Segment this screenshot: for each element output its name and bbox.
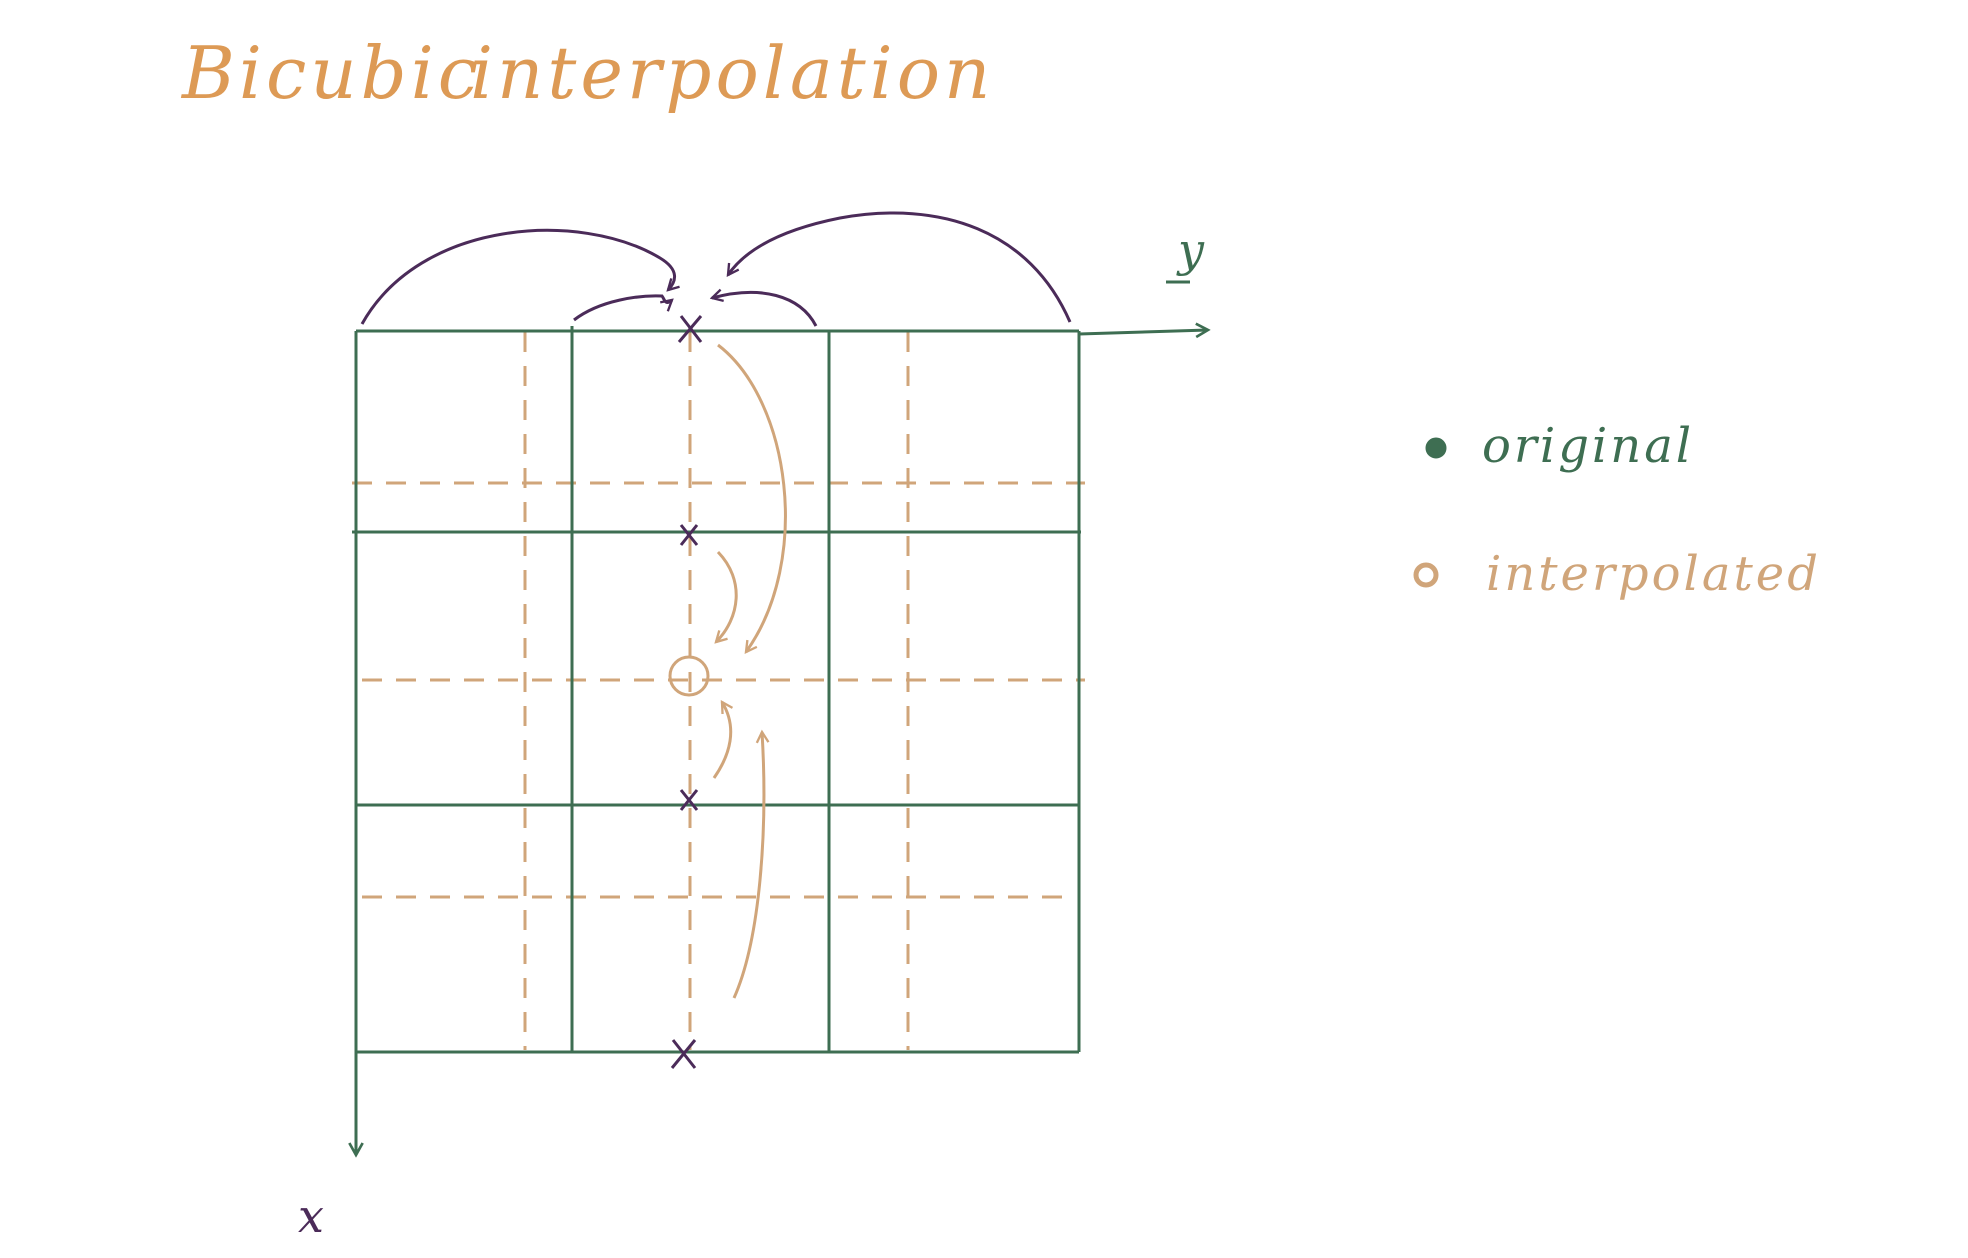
column-interpolation-arrows xyxy=(712,343,787,999)
purple-arrow-from-col2 xyxy=(712,292,818,327)
title-word-interpolation: interpolation xyxy=(470,31,994,115)
legend-item-original: original xyxy=(1425,418,1694,474)
tan-arrow-from-bottom xyxy=(732,732,764,999)
interpolated-grid xyxy=(352,332,1085,1050)
interpolated-dot-icon xyxy=(1413,562,1439,588)
x-axis-label: x xyxy=(298,1189,324,1243)
original-grid xyxy=(352,326,1081,1054)
tan-arrow-from-row2 xyxy=(712,702,731,779)
legend-label-original: original xyxy=(1482,418,1694,474)
cross-mark-bottom xyxy=(670,1039,697,1069)
original-dot-icon xyxy=(1425,437,1447,459)
legend-item-interpolated: interpolated xyxy=(1413,546,1821,602)
tan-arrow-from-top xyxy=(717,343,787,652)
cross-mark-row2 xyxy=(679,789,699,811)
purple-arrow-from-col0 xyxy=(360,228,675,325)
cross-mark-row1 xyxy=(679,524,699,546)
legend: original interpolated xyxy=(1413,418,1821,602)
intermediate-marks xyxy=(670,315,703,1069)
tan-arrow-from-row1 xyxy=(716,550,738,642)
y-axis-arrow xyxy=(1078,330,1208,334)
title-word-bicubic: Bicubic xyxy=(180,31,482,115)
cross-mark-top xyxy=(677,315,703,343)
row-interpolation-arrows xyxy=(360,211,1072,327)
target-interpolated-point xyxy=(668,655,710,697)
purple-arrow-from-col1 xyxy=(573,294,672,322)
purple-arrow-from-col3 xyxy=(728,211,1072,323)
y-axis-label: y xyxy=(1176,223,1205,277)
legend-label-interpolated: interpolated xyxy=(1486,546,1821,602)
